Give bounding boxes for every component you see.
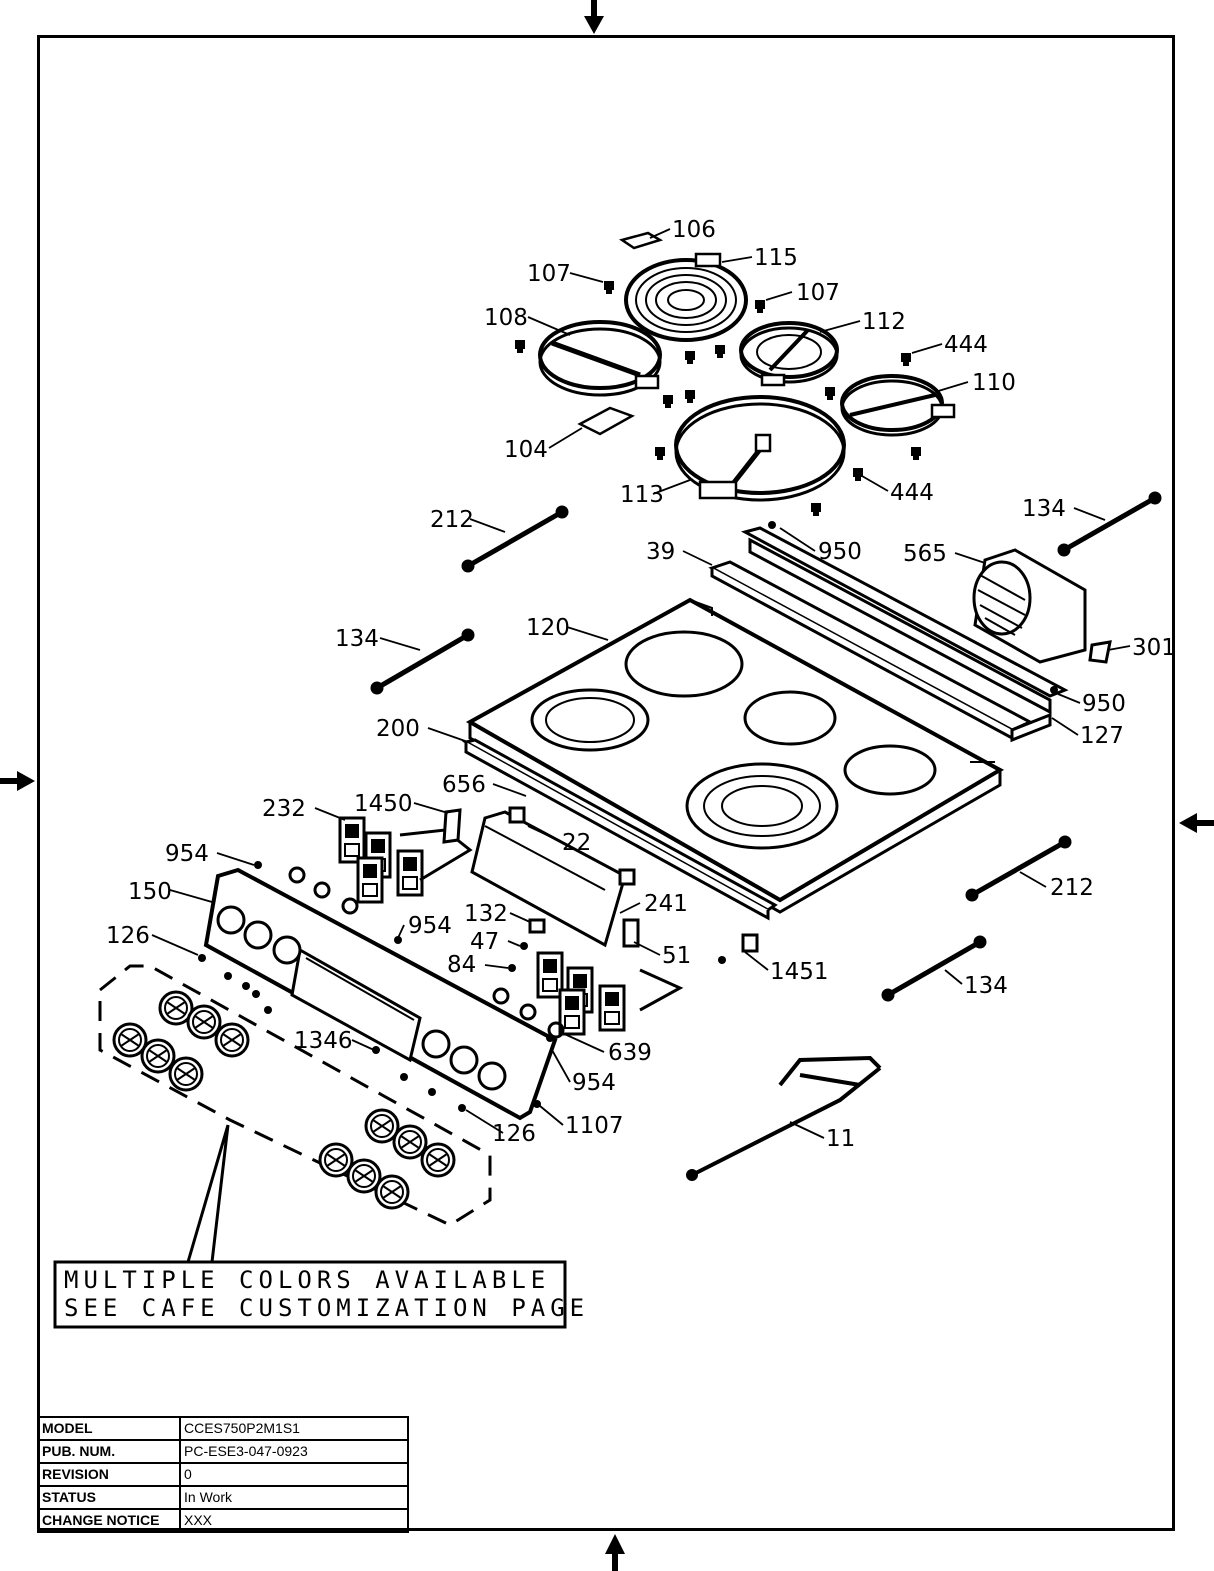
callout-126b: 126 bbox=[492, 1121, 536, 1147]
callout-107a: 107 bbox=[527, 261, 571, 287]
frame-arrow-right bbox=[1179, 813, 1214, 833]
callout-241: 241 bbox=[644, 891, 688, 917]
drawing-frame bbox=[37, 35, 1175, 1531]
callout-950a: 950 bbox=[818, 539, 862, 565]
title-row-change-notice: CHANGE NOTICE XXX bbox=[37, 1508, 409, 1533]
callout-1346: 1346 bbox=[294, 1028, 353, 1054]
callout-110: 110 bbox=[972, 370, 1016, 396]
callout-954b: 954 bbox=[408, 913, 452, 939]
title-label: MODEL bbox=[37, 1416, 181, 1441]
wire-harness bbox=[686, 1055, 882, 1181]
note-line-2: SEE CAFE CUSTOMIZATION PAGE bbox=[64, 1294, 589, 1322]
callout-212a: 212 bbox=[430, 507, 474, 533]
callout-132: 132 bbox=[464, 901, 508, 927]
title-label: PUB. NUM. bbox=[37, 1439, 181, 1464]
callout-950b: 950 bbox=[1082, 691, 1126, 717]
callout-22: 22 bbox=[562, 830, 591, 856]
callout-134a: 134 bbox=[1022, 496, 1066, 522]
cooktop-glass bbox=[465, 597, 1005, 914]
title-label: STATUS bbox=[37, 1485, 181, 1510]
title-row-pub-num: PUB. NUM. PC-ESE3-047-0923 bbox=[37, 1439, 409, 1464]
note-line-1: MULTIPLE COLORS AVAILABLE bbox=[64, 1266, 550, 1294]
callout-954a: 954 bbox=[165, 841, 209, 867]
callout-954c: 954 bbox=[572, 1070, 616, 1096]
title-label: REVISION bbox=[37, 1462, 181, 1487]
title-row-revision: REVISION 0 bbox=[37, 1462, 409, 1487]
fasteners bbox=[198, 521, 1058, 1112]
leader-lines bbox=[151, 228, 1131, 1139]
callout-126a: 126 bbox=[106, 923, 150, 949]
title-value: In Work bbox=[179, 1485, 409, 1510]
callout-232: 232 bbox=[262, 796, 306, 822]
callout-1107: 1107 bbox=[565, 1113, 624, 1139]
control-panel bbox=[203, 867, 558, 1121]
support-rods bbox=[370, 491, 1162, 1002]
callout-200: 200 bbox=[376, 716, 420, 742]
callout-107b: 107 bbox=[796, 280, 840, 306]
callout-134c: 134 bbox=[964, 973, 1008, 999]
callout-106: 106 bbox=[672, 217, 716, 243]
frame-arrow-left bbox=[0, 771, 35, 791]
title-value: PC-ESE3-047-0923 bbox=[179, 1439, 409, 1464]
callout-115: 115 bbox=[754, 245, 798, 271]
control-board bbox=[442, 806, 759, 953]
callout-84: 84 bbox=[447, 952, 476, 978]
title-value: CCES750P2M1S1 bbox=[179, 1416, 409, 1441]
front-trim bbox=[461, 738, 778, 921]
knob-group bbox=[98, 964, 492, 1263]
convection-fan bbox=[972, 548, 1112, 664]
callout-11: 11 bbox=[826, 1126, 855, 1152]
callout-212b: 212 bbox=[1050, 875, 1094, 901]
title-value: 0 bbox=[179, 1462, 409, 1487]
title-row-model: MODEL CCES750P2M1S1 bbox=[37, 1416, 409, 1441]
callout-301: 301 bbox=[1132, 635, 1176, 661]
title-value: XXX bbox=[179, 1508, 409, 1533]
rear-trim bbox=[708, 526, 1069, 743]
frame-arrow-top bbox=[584, 0, 604, 34]
callout-112: 112 bbox=[862, 309, 906, 335]
callout-444b: 444 bbox=[890, 480, 934, 506]
callout-51: 51 bbox=[662, 943, 691, 969]
title-block: MODEL CCES750P2M1S1 PUB. NUM. PC-ESE3-04… bbox=[37, 1416, 409, 1533]
callout-104: 104 bbox=[504, 437, 548, 463]
callout-1450: 1450 bbox=[354, 791, 413, 817]
callout-444a: 444 bbox=[944, 332, 988, 358]
colors-note: MULTIPLE COLORS AVAILABLE SEE CAFE CUSTO… bbox=[53, 1260, 589, 1329]
callout-639: 639 bbox=[608, 1040, 652, 1066]
callout-150: 150 bbox=[128, 879, 172, 905]
frame-arrow-bottom bbox=[605, 1534, 625, 1571]
callout-127: 127 bbox=[1080, 723, 1124, 749]
callout-113: 113 bbox=[620, 482, 664, 508]
callout-134b: 134 bbox=[335, 626, 379, 652]
burner-elements-group bbox=[538, 231, 956, 502]
callout-656: 656 bbox=[442, 772, 486, 798]
callout-39: 39 bbox=[646, 539, 675, 565]
title-row-status: STATUS In Work bbox=[37, 1485, 409, 1510]
callout-120: 120 bbox=[526, 615, 570, 641]
callout-labels: 106 115 107 107 108 112 444 110 104 113 … bbox=[106, 217, 1176, 1152]
callout-108: 108 bbox=[484, 305, 528, 331]
callout-1451: 1451 bbox=[770, 959, 829, 985]
callout-47: 47 bbox=[470, 929, 499, 955]
title-label: CHANGE NOTICE bbox=[37, 1508, 181, 1533]
callout-565: 565 bbox=[903, 541, 947, 567]
